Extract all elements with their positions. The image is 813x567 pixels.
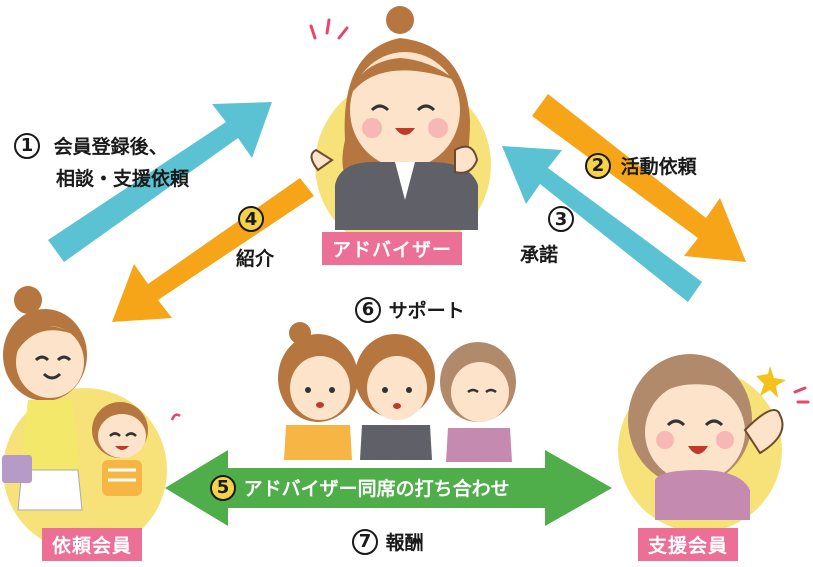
step-3-text: 承諾 [520,244,559,266]
step-6-text: サポート [388,300,465,322]
arrow-3-blue [502,146,702,302]
supporter-badge: 支援会員 [638,528,739,561]
arrow-2-orange [532,94,746,262]
step-6-number: 6 [355,296,381,323]
step-3-number: 3 [548,206,574,232]
step-5-text: アドバイザー同席の打ち合わせ [243,478,510,500]
step-1-text-line2: 相談・支援依頼 [56,168,190,190]
supporter-illustration [628,354,810,520]
step-3-label: 3 [548,206,574,232]
advisor-badge: アドバイザー [322,232,463,265]
step-7-number: 7 [352,528,378,555]
step-1-number: 1 [14,132,40,159]
requester-illustration [2,286,181,511]
step-1-text: 会員登録後、 [53,136,168,158]
step-4-number: 4 [238,206,264,232]
meeting-illustration [278,322,516,462]
step-2-label: 2 活動依頼 [585,152,697,179]
step-7-label: 7 報酬 [352,528,424,555]
step-4-text: 紹介 [236,248,275,270]
step-1-label: 1 会員登録後、 [14,132,168,159]
step-2-text: 活動依頼 [620,156,697,178]
step-5-label: 5 アドバイザー同席の打ち合わせ [210,474,510,501]
arrow-5-green [165,450,612,526]
arrow-1-blue [48,102,272,262]
advisor-illustration [309,6,479,230]
step-2-number: 2 [585,152,611,179]
step-4-label: 4 [238,206,264,232]
step-6-label: 6 サポート [355,296,465,323]
step-7-text: 報酬 [385,532,424,554]
arrow-4-orange [112,178,314,322]
requester-badge: 依頼会員 [42,528,143,561]
step-5-number: 5 [210,474,236,501]
